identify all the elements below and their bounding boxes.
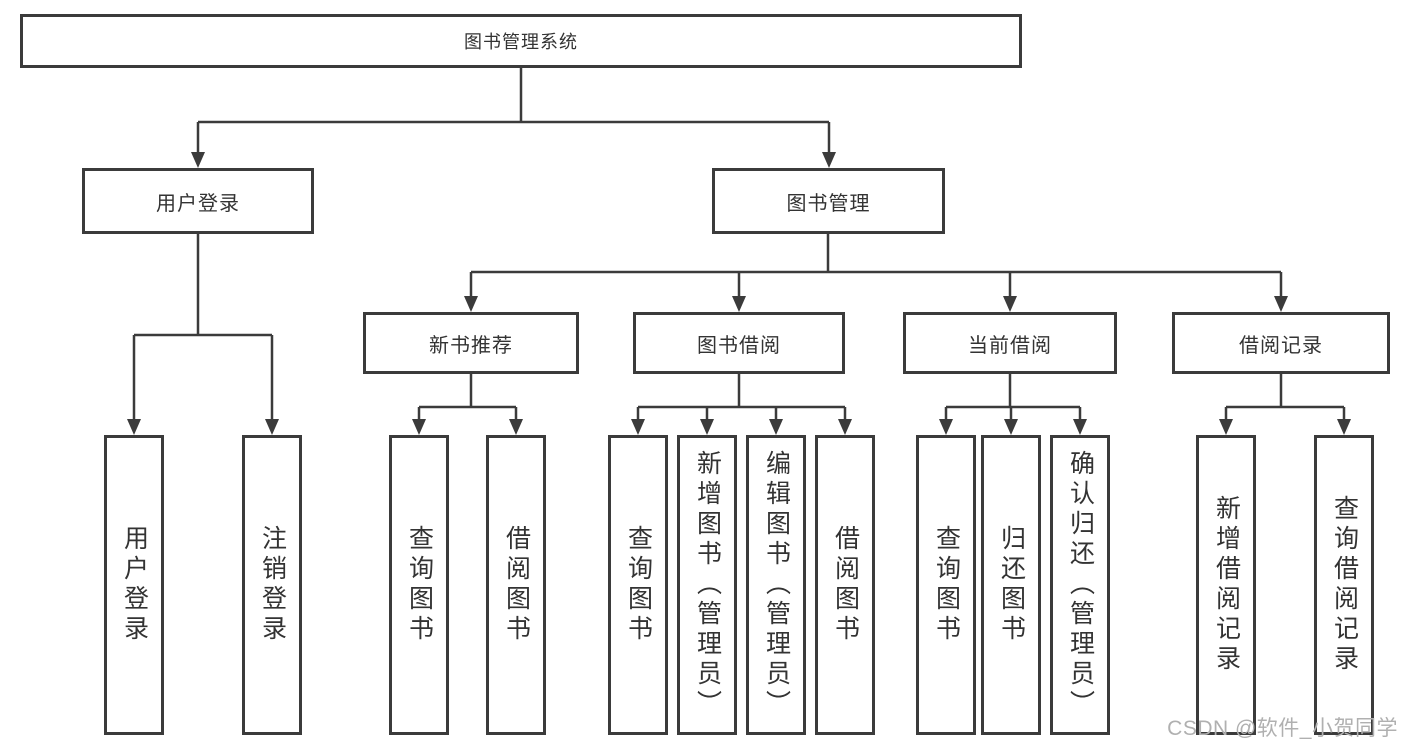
leaf-recommend-query-books: 查询图书: [389, 435, 449, 735]
node-borrow-records: 借阅记录: [1172, 312, 1390, 374]
leaf-confirm-return-admin: 确认归还（管理员）: [1050, 435, 1110, 735]
node-user-login-branch-label: 用户登录: [156, 192, 240, 215]
node-system-root-label: 图书管理系统: [464, 32, 578, 52]
watermark-text: CSDN @软件_小贺同学: [1167, 717, 1398, 740]
node-book-management-branch-label: 图书管理: [786, 192, 871, 215]
node-current-borrow: 当前借阅: [903, 312, 1117, 374]
leaf-logout: 注销登录: [242, 435, 302, 735]
leaf-return-books: 归还图书: [981, 435, 1041, 735]
node-system-root: 图书管理系统: [20, 14, 1022, 68]
leaf-edit-books-admin-label: 编辑图书（管理员）: [762, 450, 791, 720]
leaf-edit-books-admin: 编辑图书（管理员）: [746, 435, 806, 735]
leaf-add-borrow-record-label: 新增借阅记录: [1212, 495, 1241, 675]
leaf-borrow-query-books-label: 查询图书: [624, 525, 653, 645]
leaf-user-login-label: 用户登录: [120, 525, 149, 645]
node-current-borrow-label: 当前借阅: [968, 334, 1052, 357]
leaf-confirm-return-admin-label: 确认归还（管理员）: [1066, 450, 1095, 720]
node-new-book-recommend: 新书推荐: [363, 312, 579, 374]
leaf-borrow-books-label: 借阅图书: [831, 525, 860, 645]
leaf-borrow-books: 借阅图书: [815, 435, 875, 735]
node-book-management-branch: 图书管理: [712, 168, 945, 234]
node-user-login-branch: 用户登录: [82, 168, 314, 234]
node-borrow-records-label: 借阅记录: [1239, 334, 1323, 357]
leaf-query-borrow-record: 查询借阅记录: [1314, 435, 1374, 735]
leaf-recommend-query-books-label: 查询图书: [405, 525, 434, 645]
leaf-recommend-borrow-books: 借阅图书: [486, 435, 546, 735]
leaf-logout-label: 注销登录: [258, 525, 287, 645]
leaf-borrow-query-books: 查询图书: [608, 435, 668, 735]
leaf-add-books-admin: 新增图书（管理员）: [677, 435, 737, 735]
node-book-borrow-label: 图书借阅: [697, 334, 781, 357]
leaf-add-borrow-record: 新增借阅记录: [1196, 435, 1256, 735]
leaf-recommend-borrow-books-label: 借阅图书: [502, 525, 531, 645]
leaf-add-books-admin-label: 新增图书（管理员）: [693, 450, 722, 720]
node-book-borrow: 图书借阅: [633, 312, 845, 374]
leaf-return-books-label: 归还图书: [997, 525, 1026, 645]
leaf-query-borrow-record-label: 查询借阅记录: [1330, 495, 1359, 675]
leaf-current-query-books: 查询图书: [916, 435, 976, 735]
node-new-book-recommend-label: 新书推荐: [429, 334, 513, 357]
leaf-user-login: 用户登录: [104, 435, 164, 735]
leaf-current-query-books-label: 查询图书: [932, 525, 961, 645]
